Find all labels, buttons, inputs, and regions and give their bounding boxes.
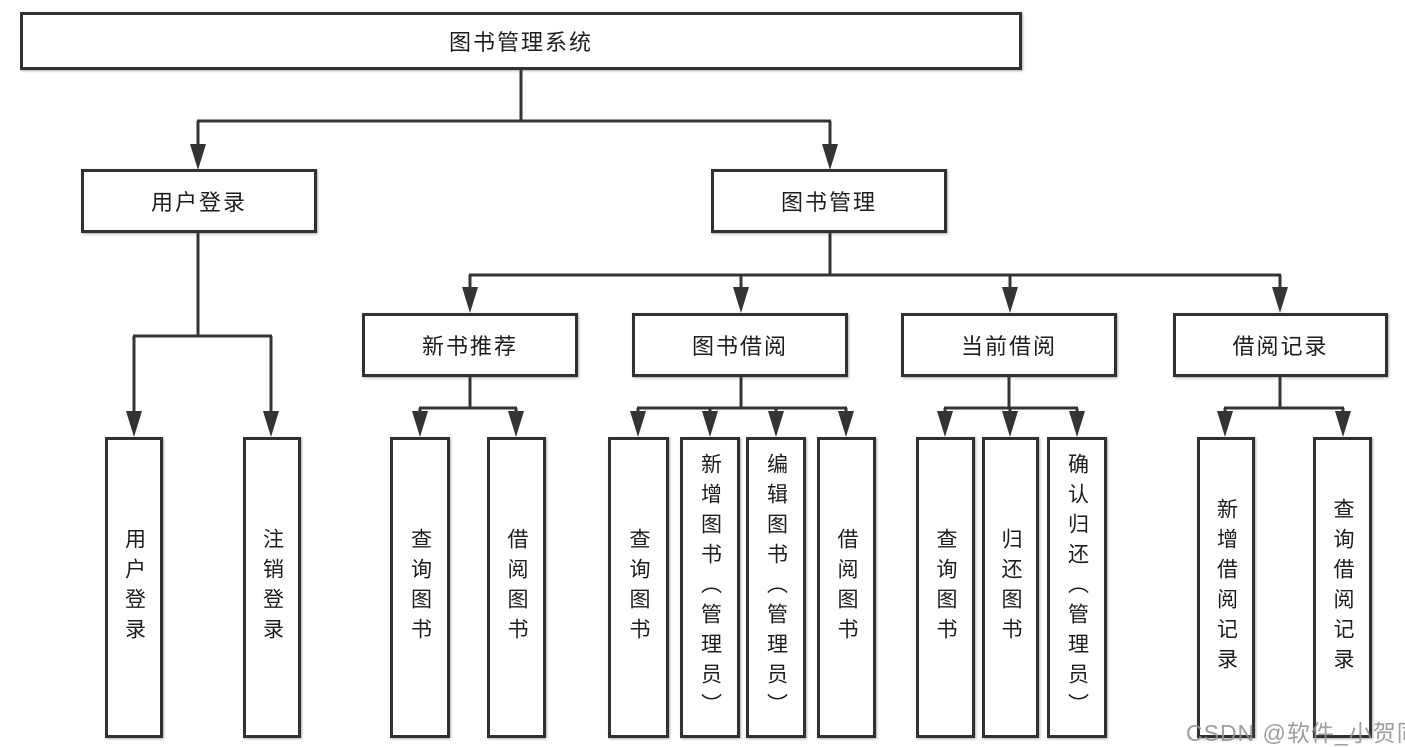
node-book-borrow: 图书借阅 [632, 313, 848, 377]
leaf-search-books-recommend: 查询图书 [390, 437, 450, 738]
leaf-search-books-current: 查询图书 [916, 437, 975, 738]
edge-user-login-to-leaves [126, 233, 279, 437]
leaf-borrow-books-label: 借阅图书 [835, 527, 858, 648]
leaf-edit-books-admin: 编辑图书（管理员） [746, 437, 806, 738]
node-new-book-recommend: 新书推荐 [362, 313, 578, 377]
leaf-logout-label: 注销登录 [260, 527, 284, 648]
leaf-borrow-books-recommend: 借阅图书 [487, 437, 546, 738]
node-user-login: 用户登录 [81, 169, 317, 233]
edge-root-to-level2 [190, 70, 838, 170]
leaf-search-books-borrow-label: 查询图书 [627, 527, 650, 648]
leaf-search-borrow-record: 查询借阅记录 [1313, 437, 1372, 738]
edge-current-borrow-to-leaves [937, 377, 1085, 437]
leaf-search-books-recommend-label: 查询图书 [408, 527, 432, 648]
node-book-management: 图书管理 [711, 169, 947, 233]
leaf-user-login-label: 用户登录 [122, 527, 146, 648]
csdn-watermark: CSDN @软件_小贺同学 [1186, 720, 1405, 746]
leaf-logout: 注销登录 [243, 437, 301, 738]
leaf-confirm-return-admin-label: 确认归还（管理员） [1065, 452, 1089, 723]
leaf-confirm-return-admin: 确认归还（管理员） [1047, 437, 1107, 738]
leaf-search-books-borrow: 查询图书 [608, 437, 669, 738]
leaf-add-books-admin-label: 新增图书（管理员） [698, 452, 722, 723]
node-borrow-records: 借阅记录 [1173, 313, 1388, 377]
edge-book-borrow-to-leaves [630, 377, 854, 437]
leaf-add-books-admin: 新增图书（管理员） [680, 437, 740, 738]
leaf-add-borrow-record: 新增借阅记录 [1197, 437, 1255, 738]
edge-borrow-records-to-leaves [1217, 377, 1351, 437]
leaf-search-borrow-record-label: 查询借阅记录 [1331, 497, 1354, 678]
node-current-borrow: 当前借阅 [901, 313, 1117, 377]
leaf-borrow-books-recommend-label: 借阅图书 [505, 527, 528, 648]
leaf-borrow-books: 借阅图书 [817, 437, 876, 738]
edge-book-management-to-sections [462, 233, 1288, 313]
edge-new-book-recommend-to-leaves [412, 377, 524, 437]
leaf-return-books: 归还图书 [982, 437, 1039, 738]
leaf-return-books-label: 归还图书 [999, 527, 1022, 648]
node-root-library-system: 图书管理系统 [20, 12, 1022, 70]
leaf-add-borrow-record-label: 新增借阅记录 [1214, 497, 1238, 678]
leaf-edit-books-admin-label: 编辑图书（管理员） [764, 452, 788, 723]
leaf-search-books-current-label: 查询图书 [934, 527, 957, 648]
leaf-user-login: 用户登录 [105, 437, 163, 738]
